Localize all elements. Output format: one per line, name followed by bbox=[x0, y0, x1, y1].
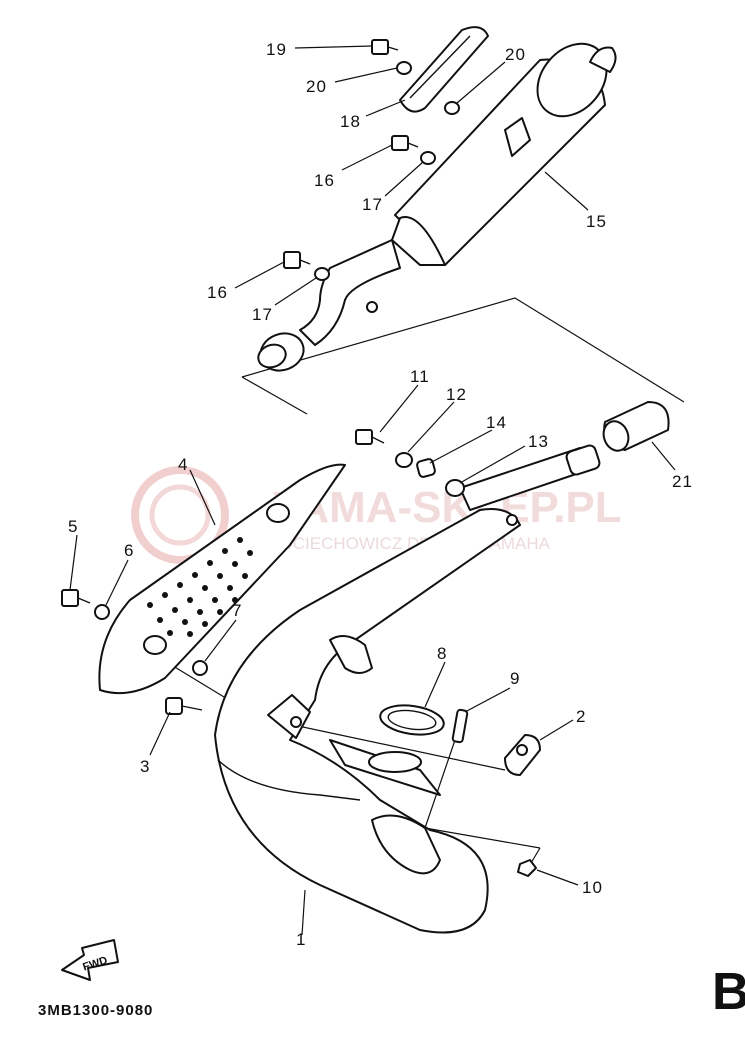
callout-12: 12 bbox=[446, 385, 467, 404]
watermark-sub: WOJCIECHOWICZ DEALER YAMAHA bbox=[255, 534, 551, 553]
callout-20-right: 20 bbox=[505, 45, 526, 64]
callout-16-upper: 16 bbox=[314, 171, 335, 190]
callout-18: 18 bbox=[340, 112, 361, 131]
bracket bbox=[399, 26, 489, 113]
leader-lines bbox=[69, 45, 676, 936]
callout-16-lower: 16 bbox=[207, 283, 228, 302]
callout-numbers: 1 2 3 4 5 6 7 8 9 10 11 12 13 14 15 16 1… bbox=[68, 40, 693, 949]
callout-9: 9 bbox=[510, 669, 520, 688]
callout-4: 4 bbox=[178, 455, 188, 474]
callout-3: 3 bbox=[140, 757, 150, 776]
exhaust-pipe bbox=[214, 508, 521, 934]
heat-protector bbox=[98, 463, 346, 695]
callout-14: 14 bbox=[486, 413, 507, 432]
diagram-code: 3MB1300-9080 bbox=[38, 1002, 154, 1019]
callout-10: 10 bbox=[582, 878, 603, 897]
bolts-left bbox=[61, 589, 208, 715]
callout-15: 15 bbox=[586, 212, 607, 231]
callout-13: 13 bbox=[528, 432, 549, 451]
callout-8: 8 bbox=[437, 644, 447, 663]
callout-1: 1 bbox=[296, 930, 306, 949]
joint-pipe bbox=[355, 401, 670, 511]
callout-19: 19 bbox=[266, 40, 287, 59]
callout-2: 2 bbox=[576, 707, 586, 726]
callout-17-upper: 17 bbox=[362, 195, 383, 214]
silencer bbox=[257, 42, 617, 372]
callout-7: 7 bbox=[232, 601, 242, 620]
callout-11: 11 bbox=[410, 367, 430, 386]
callout-5: 5 bbox=[68, 517, 78, 536]
callout-17-lower: 17 bbox=[252, 305, 273, 324]
callout-21: 21 bbox=[672, 472, 693, 491]
gasket-stud-bracket bbox=[379, 704, 541, 877]
callout-6: 6 bbox=[124, 541, 134, 560]
fwd-arrow-icon: FWD bbox=[61, 939, 119, 981]
page-letter: B bbox=[712, 963, 745, 1021]
callout-20-left: 20 bbox=[306, 77, 327, 96]
